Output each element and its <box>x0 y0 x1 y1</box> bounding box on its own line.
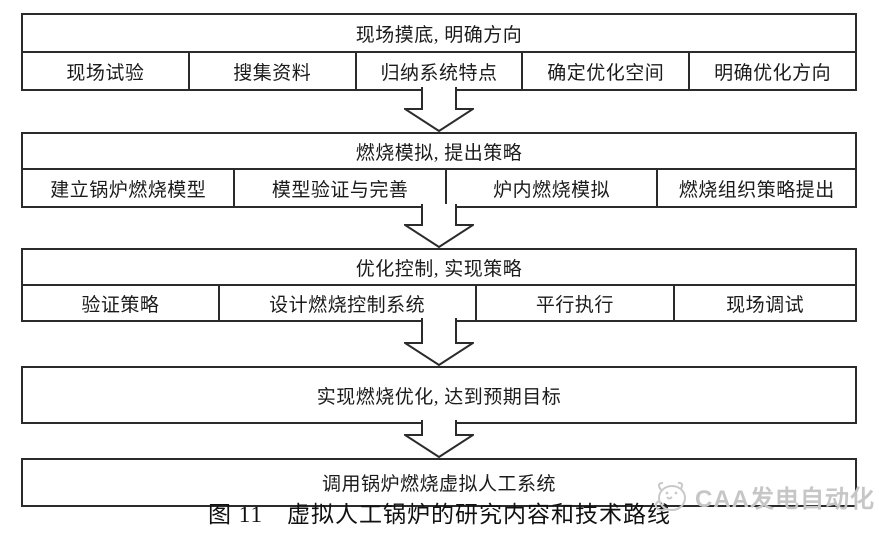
stage-goal-block: 实现燃烧优化, 达到预期目标 <box>21 366 857 424</box>
step-define-direction: 明确优化方向 <box>688 53 855 89</box>
down-arrow-icon <box>404 87 474 132</box>
step-verify-strategy: 验证策略 <box>81 294 160 316</box>
stage-control-title: 优化控制, 实现策略 <box>23 250 855 286</box>
step-furnace-simulation: 炉内燃烧模拟 <box>444 170 656 206</box>
stage-virtual-system-title: 调用锅炉燃烧虚拟人工系统 <box>321 474 556 495</box>
step-site-commissioning: 现场调试 <box>673 286 855 320</box>
step-design-control-system: 设计燃烧控制系统 <box>217 286 475 320</box>
stage-goal-title: 实现燃烧优化, 达到预期目标 <box>316 386 562 408</box>
down-arrow-icon <box>404 420 474 458</box>
step-summarize-system: 归纳系统特点 <box>354 53 522 89</box>
stage-simulation-steps: 建立锅炉燃烧模型 模型验证与完善 炉内燃烧模拟 燃烧组织策略提出 <box>23 170 855 206</box>
step-field-test: 现场试验 <box>66 62 145 84</box>
caa-mascot-icon <box>654 481 686 512</box>
stage-simulation-title: 燃烧模拟, 提出策略 <box>23 134 855 170</box>
down-arrow-icon <box>404 204 474 248</box>
step-propose-strategy: 燃烧组织策略提出 <box>656 170 855 206</box>
stage-virtual-system-block: 调用锅炉燃烧虚拟人工系统 <box>21 458 857 507</box>
flowchart: 现场摸底, 明确方向 现场试验 搜集资料 归纳系统特点 确定优化空间 明确优化方… <box>21 13 857 507</box>
stage-simulation-block: 燃烧模拟, 提出策略 建立锅炉燃烧模型 模型验证与完善 炉内燃烧模拟 燃烧组织策… <box>21 132 857 208</box>
stage-survey-title: 现场摸底, 明确方向 <box>23 15 855 53</box>
down-arrow-icon <box>404 318 474 366</box>
step-validate-model: 模型验证与完善 <box>233 170 444 206</box>
figure-caption: 图 11 虚拟人工锅炉的研究内容和技术路线 <box>208 502 671 527</box>
step-define-space: 确定优化空间 <box>521 53 688 89</box>
stage-control-steps: 验证策略 设计燃烧控制系统 平行执行 现场调试 <box>23 286 855 320</box>
step-collect-data: 搜集资料 <box>187 53 355 89</box>
stage-control-block: 优化控制, 实现策略 验证策略 设计燃烧控制系统 平行执行 现场调试 <box>21 248 857 322</box>
step-parallel-execution: 平行执行 <box>474 286 674 320</box>
watermark: CAA发电自动化 <box>650 477 875 515</box>
stage-survey-steps: 现场试验 搜集资料 归纳系统特点 确定优化空间 明确优化方向 <box>23 53 855 89</box>
watermark-text: CAA发电自动化 <box>695 485 875 513</box>
stage-survey-block: 现场摸底, 明确方向 现场试验 搜集资料 归纳系统特点 确定优化空间 明确优化方… <box>21 13 857 91</box>
step-build-model: 建立锅炉燃烧模型 <box>50 179 207 201</box>
